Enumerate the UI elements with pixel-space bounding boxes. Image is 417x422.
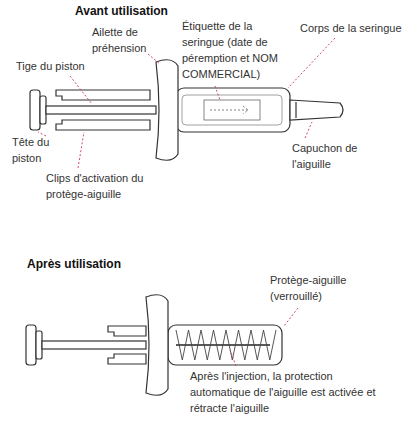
finger-flange [146,295,168,396]
note-text: Après l'injection, la protection automat… [190,368,395,416]
activation-clip [108,354,146,364]
plunger-head-rim [40,96,46,124]
part-label: Tête du piston [12,134,60,166]
needle-guard-barrel [168,325,282,365]
leader-lines [38,38,335,366]
part-label: Corps de la seringue [300,20,412,36]
barrel-inner [182,95,282,125]
plunger-head [26,325,36,365]
activation-clip [108,326,146,336]
guard-spring [176,330,276,360]
leader-line [215,86,220,100]
activation-clip [56,90,150,100]
leader-line [284,308,298,326]
leader-line [148,54,160,64]
leader-line [230,350,236,366]
finger-flange [156,60,178,161]
part-label: Clips d'activation du protège-aiguille [46,170,146,202]
leader-line [70,76,92,104]
part-label: Tige du piston [16,58,96,74]
part-label: Protège-aiguille (verrouillé) [270,272,390,304]
cap-ridge [295,102,296,118]
leader-line [78,132,84,168]
leader-line [38,132,46,136]
leader-line [305,122,312,138]
plunger-head [30,90,40,130]
activation-clip [56,120,150,130]
part-label: Étiquette de la seringue (date de péremp… [182,18,294,82]
syringe-barrel [176,88,290,132]
leader-line [288,38,335,88]
part-label: Ailette de préhension [92,24,154,56]
plunger-rod [46,106,156,114]
section-heading: Avant utilisation [75,3,235,19]
plunger-head-rim [36,331,42,359]
label-arrow [210,106,248,114]
section-heading: Après utilisation [27,256,187,272]
syringe-label [204,100,260,120]
needle-cap [290,100,343,120]
plunger-rod [42,341,146,349]
part-label: Capuchon de l'aiguille [292,140,372,172]
